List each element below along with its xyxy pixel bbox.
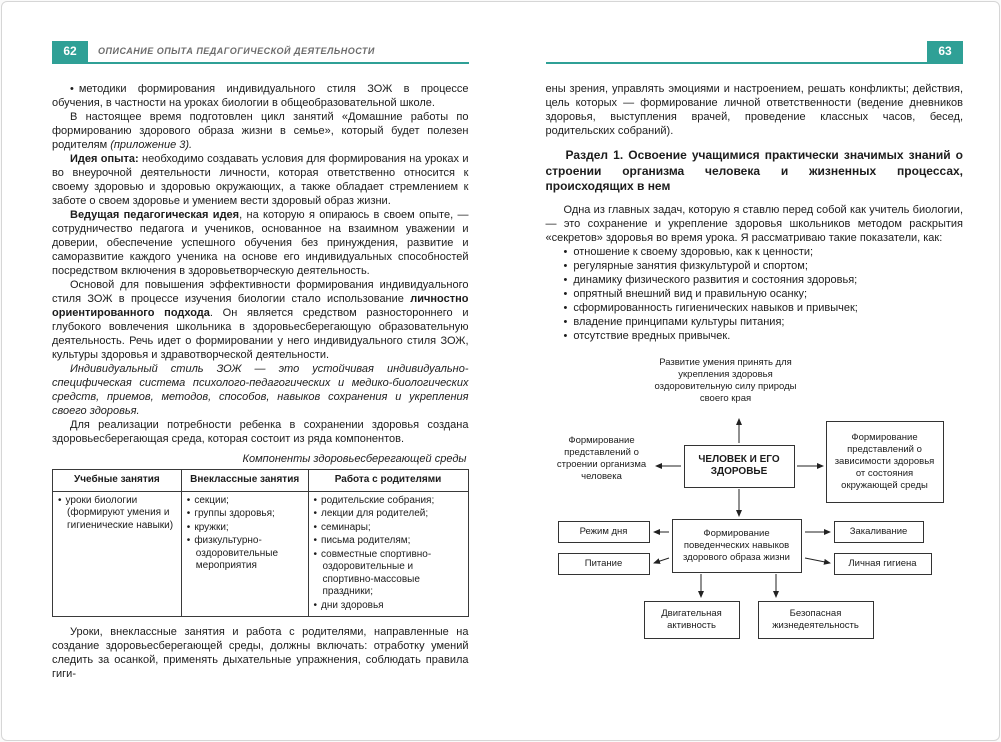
page-62-header: 62 ОПИСАНИЕ ОПЫТА ПЕДАГОГИЧЕСКОЙ ДЕЯТЕЛЬ… xyxy=(52,40,469,62)
header-rule-left xyxy=(52,62,469,64)
idea-lead: Идея опыта: xyxy=(70,153,139,165)
page-62: 62 ОПИСАНИЕ ОПЫТА ПЕДАГОГИЧЕСКОЙ ДЕЯТЕЛЬ… xyxy=(2,2,501,740)
diagram-arrows xyxy=(652,417,831,598)
list-item: отсутствие вредных привычек. xyxy=(546,329,964,343)
appendix-reference: (приложение 3). xyxy=(110,139,193,151)
paragraph-text: методики формирования индивидуального ст… xyxy=(52,83,469,109)
list-item: письма родителям; xyxy=(314,535,463,548)
paragraph-conclusion: Уроки, внеклассные занятия и работа с ро… xyxy=(52,626,469,680)
diagram-node-nature: Развитие умения принять для укрепления з… xyxy=(654,356,797,404)
table-header-row: Учебные занятия Внеклассные занятия Рабо… xyxy=(52,469,469,492)
diagram-node-human-health: ЧЕЛОВЕК И ЕГО ЗДОРОВЬЕ xyxy=(683,444,795,488)
list-item: дни здоровья xyxy=(314,600,463,613)
health-scheme-diagram: Развитие умения принять для укрепления з… xyxy=(546,355,966,657)
list-item: семинары; xyxy=(314,522,463,535)
column-header-lessons: Учебные занятия xyxy=(52,469,182,492)
list-item: динамику физического развития и состояни… xyxy=(546,273,964,287)
diagram-node-hardening: Закаливание xyxy=(833,520,924,543)
cell-parents: родительские собрания; лекции для родите… xyxy=(307,490,469,617)
diagram-node-physical-activity: Двигательная активность xyxy=(643,600,740,639)
list-item: регулярные занятия физкультурой и спорто… xyxy=(546,259,964,273)
section-heading: Раздел 1. Освоение учащимися практически… xyxy=(545,148,964,193)
diagram-node-personal-hygiene: Личная гигиена xyxy=(833,552,932,575)
list-item: физкультурно-оздоровительные мероприятия xyxy=(187,535,303,573)
diagram-node-behavior-skills: Формирование поведенческих навыков здоро… xyxy=(671,518,802,573)
list-item: группы здоровья; xyxy=(187,508,303,521)
list-item: совместные спортивно-оздоровительные и с… xyxy=(314,549,463,599)
bullet-marker: • xyxy=(70,83,74,95)
environment-components-table: Учебные занятия Внеклассные занятия Рабо… xyxy=(52,469,469,617)
page-62-content: •методики формирования индивидуального с… xyxy=(52,64,469,681)
list-item: кружки; xyxy=(187,522,303,535)
diagram-node-nutrition: Питание xyxy=(557,552,650,575)
diagram-node-daily-regime: Режим дня xyxy=(557,520,650,543)
list-item: отношение к своему здоровью, как к ценно… xyxy=(546,245,964,259)
table-caption: Компоненты здоровьесберегающей среды xyxy=(242,453,467,465)
running-title: ОПИСАНИЕ ОПЫТА ПЕДАГОГИЧЕСКОЙ ДЕЯТЕЛЬНОС… xyxy=(98,46,375,56)
list-item: опрятный внешний вид и правильную осанку… xyxy=(546,287,964,301)
page-63-header: 63 xyxy=(546,40,963,62)
table-row: уроки биологии (формируют умения и гигие… xyxy=(52,490,469,617)
paragraph-environment: Для реализации потребности ребенка в сох… xyxy=(52,419,469,445)
diagram-node-environment-dependence: Формирование представлений о зависимости… xyxy=(825,420,944,503)
paragraph-leading-idea: Ведущая педагогическая идея, на которую … xyxy=(52,209,469,277)
paragraph-tasks: Одна из главных задач, которую я ставлю … xyxy=(545,203,964,244)
indicators-list: отношение к своему здоровью, как к ценно… xyxy=(546,245,964,343)
list-item: владение принципами культуры питания; xyxy=(546,315,964,329)
paragraph-approach: Основой для повышения эффективности форм… xyxy=(52,279,469,361)
column-header-extracurricular: Внеклассные занятия xyxy=(180,469,309,492)
header-rule-right xyxy=(545,62,963,64)
paragraph-continuation: ены зрения, управлять эмоциями и настрое… xyxy=(545,83,964,137)
page-number-63: 63 xyxy=(927,40,963,62)
cell-extracurricular: секции; группы здоровья; кружки; физкуль… xyxy=(180,490,309,617)
list-item: уроки биологии (формируют умения и гигие… xyxy=(58,495,176,533)
diagram-node-safe-living: Безопасная жизнедеятельность xyxy=(757,600,874,639)
paragraph-methods: •методики формирования индивидуального с… xyxy=(52,82,469,110)
list-item: родительские собрания; xyxy=(314,495,463,508)
page-number-62: 62 xyxy=(52,40,88,62)
paragraph-cycle: В настоящее время подготовлен цикл занят… xyxy=(52,111,469,151)
page-63: 63 ены зрения, управлять эмоциями и наст… xyxy=(501,2,1000,740)
list-item: лекции для родителей; xyxy=(314,508,463,521)
page-63-content: ены зрения, управлять эмоциями и настрое… xyxy=(545,64,966,657)
paragraph-definition: Индивидуальный стиль ЗОЖ — это устойчива… xyxy=(52,363,469,417)
paragraph-idea: Идея опыта: необходимо создавать условия… xyxy=(52,153,469,207)
approach-emphasis: личностно ориентированного подхода xyxy=(52,293,469,319)
list-item: секции; xyxy=(187,495,303,508)
column-header-parents: Работа с родителями xyxy=(307,469,469,492)
diagram-node-body-structure: Формирование представлений о строении ор… xyxy=(556,434,647,482)
list-item: сформированность гигиенических навыков и… xyxy=(546,301,964,315)
cell-lessons: уроки биологии (формируют умения и гигие… xyxy=(52,490,182,617)
leading-idea-lead: Ведущая педагогическая идея xyxy=(70,209,240,221)
